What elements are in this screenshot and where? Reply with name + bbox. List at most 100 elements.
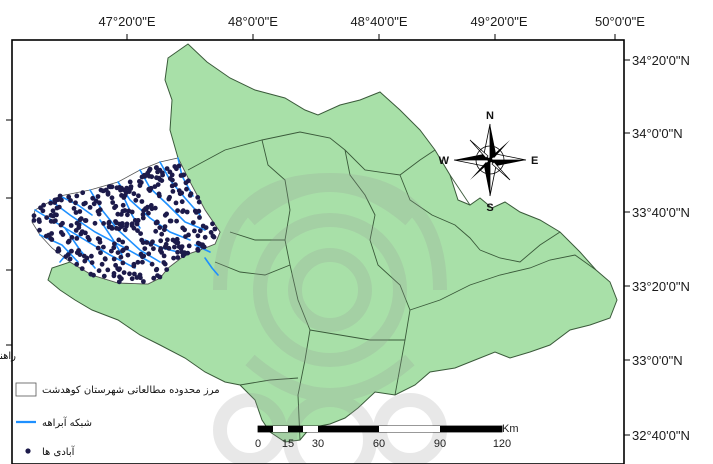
village-dot	[58, 222, 64, 228]
village-dot	[157, 225, 163, 231]
village-dot	[139, 237, 145, 243]
map-frame-border	[11, 39, 625, 464]
village-dot	[131, 191, 137, 197]
village-dot	[167, 169, 173, 175]
village-dot	[101, 221, 106, 226]
village-dot	[149, 206, 155, 212]
village-dot	[140, 215, 146, 221]
village-dot	[120, 202, 126, 208]
village-dot	[161, 253, 167, 259]
village-dot	[93, 198, 99, 204]
village-dot	[203, 225, 209, 231]
village-dot	[82, 258, 88, 264]
village-dot	[122, 227, 128, 233]
village-dot	[158, 248, 163, 253]
village-dot	[77, 209, 83, 214]
village-dot	[102, 256, 108, 262]
village-dot	[95, 194, 101, 199]
village-dot	[179, 244, 185, 250]
village-dot	[82, 218, 88, 223]
village-dot	[48, 212, 54, 218]
village-dot	[63, 254, 69, 259]
village-dot	[109, 248, 114, 254]
village-dot	[87, 205, 93, 210]
village-dot	[117, 185, 122, 190]
village-dot	[120, 239, 126, 245]
village-dot	[83, 200, 88, 206]
village-dot	[71, 206, 77, 211]
compass-east-label: E	[531, 155, 538, 167]
village-dot	[132, 218, 138, 223]
village-dot	[171, 255, 177, 261]
village-dot	[43, 233, 49, 239]
village-dot	[106, 224, 112, 230]
village-dot	[153, 267, 159, 273]
village-dot	[179, 199, 185, 205]
village-dot	[148, 241, 154, 247]
village-dot	[122, 208, 128, 213]
village-dot	[131, 263, 137, 269]
village-dot	[96, 211, 102, 217]
village-dot	[146, 210, 151, 216]
village-dot	[74, 193, 80, 199]
village-dot	[97, 207, 103, 213]
village-dot	[31, 218, 37, 223]
county-boundaries	[187, 131, 597, 441]
village-dot	[111, 273, 117, 279]
village-dot	[153, 228, 159, 234]
village-dot	[170, 237, 176, 243]
village-dot	[69, 235, 75, 240]
village-dot	[190, 220, 196, 226]
village-dot	[164, 211, 170, 217]
village-dot	[126, 208, 132, 214]
village-dot	[48, 236, 53, 241]
village-dot	[157, 274, 163, 280]
village-dot	[120, 260, 126, 266]
village-dot	[106, 219, 112, 225]
legend: راهنما مرز محدوده مطالعاتی شهرستان کوهدش…	[0, 351, 220, 458]
village-dot	[183, 180, 189, 186]
village-dot	[112, 241, 117, 247]
village-dot	[114, 225, 119, 231]
village-dot	[157, 193, 162, 199]
village-dot	[180, 209, 185, 215]
village-dot	[121, 270, 127, 275]
village-dot	[38, 205, 43, 211]
village-dot	[139, 199, 145, 204]
village-dot	[135, 259, 141, 265]
village-dot	[201, 244, 207, 250]
village-dot	[161, 260, 167, 265]
village-dot	[146, 186, 152, 192]
village-dot	[167, 194, 173, 200]
village-dot	[48, 218, 54, 224]
village-dot	[50, 208, 56, 214]
village-dot	[181, 172, 187, 178]
village-dot	[169, 183, 175, 189]
village-points	[31, 163, 218, 285]
village-dot	[192, 228, 197, 234]
village-dot	[112, 205, 117, 211]
village-dot	[115, 250, 121, 256]
compass-north-label: N	[486, 110, 494, 122]
village-dot	[105, 267, 111, 273]
village-dot	[193, 210, 199, 215]
village-dot	[74, 261, 80, 267]
village-dot	[125, 212, 130, 218]
scale-tick-label: 30	[312, 438, 324, 450]
village-dot	[141, 279, 146, 284]
village-dot	[140, 259, 145, 265]
village-dot	[56, 204, 62, 210]
village-dot	[175, 249, 181, 255]
village-dot	[180, 225, 186, 231]
stream-line	[204, 257, 219, 276]
village-dot	[100, 188, 106, 194]
village-dot	[173, 200, 179, 206]
village-dot	[37, 227, 42, 233]
village-dot	[111, 256, 117, 262]
village-dot	[36, 217, 42, 223]
stream-line	[159, 161, 201, 216]
village-dot	[184, 186, 189, 192]
village-dot	[95, 245, 101, 251]
village-dot	[77, 217, 83, 223]
